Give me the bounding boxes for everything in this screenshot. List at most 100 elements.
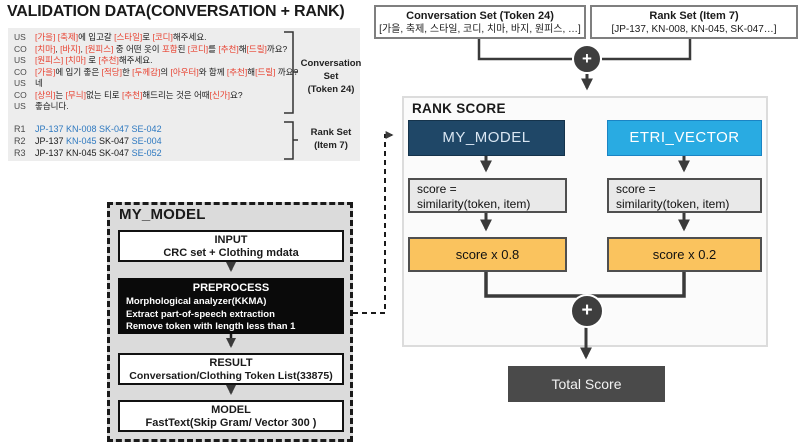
flow-preprocess-box: PREPROCESS Morphological analyzer(KKMA)E… [118, 278, 344, 334]
total-score-box: Total Score [508, 366, 665, 402]
rank-set-box: Rank Set (Item 7) [JP-137, KN-008, KN-04… [590, 5, 798, 39]
rank-segment: SE-052 [131, 148, 162, 158]
conversation-segment: 중 어떤 옷이 [113, 43, 162, 54]
plus-sum-icon: + [570, 294, 604, 328]
conversation-set-box: Conversation Set (Token 24) [가을, 축제, 스타일… [374, 5, 586, 39]
conversation-segment: [가을] [축제] [35, 32, 79, 42]
conversation-segment: 에 입기 좋은 [55, 66, 102, 77]
conversation-segment: 로 [142, 32, 153, 42]
conversation-segment: 된 [177, 43, 188, 54]
conversation-label: US [14, 55, 26, 65]
conversation-segment: [두께감] [132, 66, 161, 77]
conversation-segment: [코디] [152, 32, 173, 42]
rank-set-label-line2: (Item 7) [314, 139, 348, 151]
conversation-segment: 를 [208, 43, 219, 54]
my-model-header-box: MY_MODEL [408, 120, 565, 156]
flow-result-title: RESULT [209, 357, 253, 369]
conversation-segment: [추천] [226, 66, 248, 77]
conversation-segment: 해드리는 것은 어때 [142, 89, 210, 100]
conversation-label: US [14, 78, 26, 88]
rank-set-box-items: [JP-137, KN-008, KN-045, SK-047…] [611, 24, 777, 35]
conversation-segment: [바지] [60, 43, 81, 54]
conversation-set-label: Conversation Set (Token 24) [296, 58, 366, 96]
rank-set-label: Rank Set (Item 7) [296, 127, 366, 153]
rank-set-box-title: Rank Set (Item 7) [649, 10, 739, 22]
conversation-row: US[원피스] [치마] 로 [추천]해주세요. [14, 55, 298, 67]
conversation-segment: [스타일] [114, 32, 143, 42]
rank-segment: JP-137 KN-045 SK-047 [35, 148, 132, 158]
conversation-segment: [치마] [35, 43, 56, 54]
flow-input-title: INPUT [214, 234, 248, 246]
rank-label: R3 [14, 148, 26, 158]
rank-row: R3 JP-137 KN-045 SK-047 SE-052 [14, 147, 162, 159]
conversation-segment: [적당] [101, 66, 122, 77]
conversation-segment: 까요? [266, 43, 288, 54]
flow-result-body: Conversation/Clothing Token List(33875) [129, 370, 333, 382]
rank-score-title: RANK SCORE [412, 101, 506, 116]
flow-model-body: FastText(Skip Gram/ Vector 300 ) [145, 417, 317, 429]
conversation-segment: 와 함께 [198, 66, 227, 77]
conversation-segment: 해주세요. [172, 32, 207, 42]
flow-preprocess-title: PREPROCESS [192, 282, 270, 294]
conversation-segment: 포함 [161, 43, 178, 54]
conversation-set-box-tokens: [가을, 축제, 스타일, 코디, 치마, 바지, 원피스, …] [379, 24, 581, 35]
rank-segment: SK-047 [96, 136, 132, 146]
conversation-segment: [드릴] [246, 43, 267, 54]
conversation-segment: 좋습니다. [35, 101, 69, 111]
score-weight-left: score x 0.8 [408, 237, 567, 272]
conversation-label: CO [14, 43, 27, 54]
conversation-segment: 없는 티로 [85, 89, 122, 100]
conversation-segment: 요? [230, 89, 243, 100]
score-formula-right-line1: score = [616, 182, 656, 196]
conversation-row: CO[가을]에 입기 좋은 [적당]한 [두께감]의 [아우터]와 함께 [추천… [14, 67, 298, 79]
conversation-segment: , [55, 43, 61, 54]
rank-segment: JP-137 [35, 136, 67, 146]
conversation-label: US [14, 32, 26, 42]
plus-merge-icon: + [572, 44, 602, 74]
conversation-segment: 의 [160, 66, 171, 77]
score-weight-right: score x 0.2 [607, 237, 762, 272]
flow-model-box: MODEL FastText(Skip Gram/ Vector 300 ) [118, 400, 344, 432]
rank-row: R1 JP-137 KN-008 SK-047 SE-042 [14, 123, 162, 135]
score-formula-left: score = similarity(token, item) [408, 178, 567, 213]
conversation-set-connector [477, 39, 572, 61]
flow-result-box: RESULT Conversation/Clothing Token List(… [118, 353, 344, 385]
rank-set-connector [602, 39, 692, 61]
rank-label: R1 [14, 124, 26, 134]
conversation-segment: [상의] [35, 89, 56, 100]
flow-input-body: CRC set + Clothing mdata [163, 247, 299, 259]
conversation-segment: [무늬] [65, 89, 86, 100]
etri-vector-header-box: ETRI_VECTOR [607, 120, 762, 156]
conversation-segment: 해 [238, 43, 247, 54]
rank-segment: JP-137 KN-008 SK-047 SE-042 [35, 124, 162, 134]
conversation-segment: [추천] [218, 43, 239, 54]
my-model-flow-title: MY_MODEL [119, 206, 206, 223]
conversation-label: US [14, 101, 26, 111]
conversation-segment: , [80, 43, 86, 54]
conversation-segment: 한 [121, 66, 133, 77]
conversation-row: US [가을] [축제]에 입고갈 [스타일]로 [코디]해주세요. [14, 32, 298, 44]
flow-to-rank-score-dashed-arrow [353, 131, 394, 314]
conversation-segment: 에 입고갈 [78, 32, 115, 42]
flow-preprocess-line: Remove token with length less than 1 [126, 321, 296, 332]
conversation-label: CO [14, 89, 27, 100]
conversation-segment: 는 [55, 89, 66, 100]
conversation-segment: 로 [85, 55, 99, 65]
rank-set-label-line1: Rank Set [310, 127, 352, 138]
conversation-set-label-line2: (Token 24) [307, 83, 355, 95]
conversation-segment: [추천] [121, 89, 143, 100]
rank-segment: KN-045 [66, 136, 97, 146]
conversation-segment: [신가] [209, 89, 230, 100]
score-formula-left-line1: score = [417, 182, 457, 196]
flow-preprocess-line: Morphological analyzer(KKMA) [126, 296, 267, 307]
score-formula-right-line2: similarity(token, item) [616, 197, 730, 211]
conversation-segment: [아우터] [170, 66, 199, 77]
conversation-segment: 해 [247, 66, 256, 77]
page-title: VALIDATION DATA(CONVERSATION + RANK) [7, 3, 345, 20]
conversation-segment: [가을] [35, 66, 56, 77]
conversation-row: CO [상의]는 [무늬]없는 티로 [추천]해드리는 것은 어때[신가]요? [14, 90, 298, 102]
conversation-row: US 좋습니다. [14, 101, 298, 113]
